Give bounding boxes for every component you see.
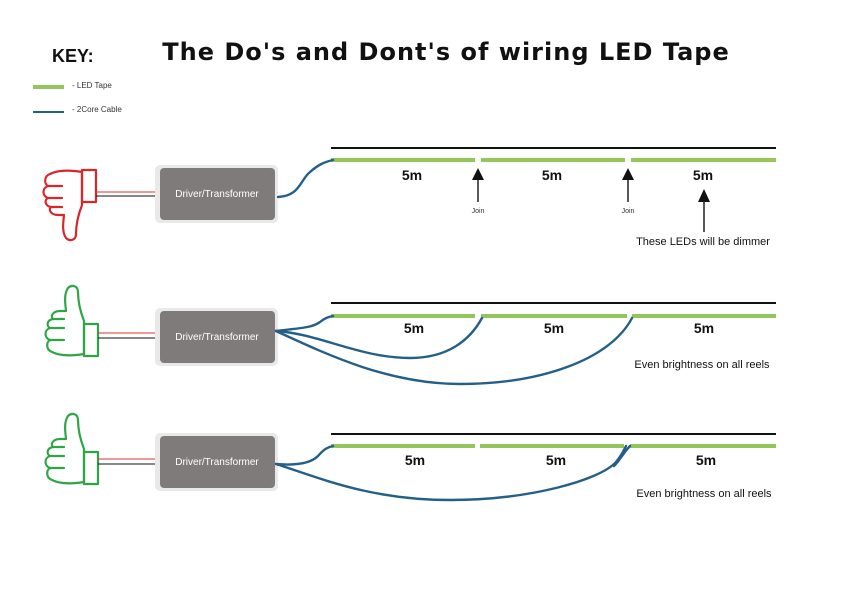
reel-length-3: 5m <box>694 320 714 336</box>
reel-length-3: 5m <box>696 452 716 468</box>
driver-label: Driver/Transformer <box>175 457 259 468</box>
row-note: Even brightness on all reels <box>634 359 770 371</box>
arrow-up-icon <box>622 168 634 202</box>
row-note: Even brightness on all reels <box>636 488 772 500</box>
row-bad-daisy-chain: Driver/Transformer 5m 5m 5m Join Join Th… <box>42 147 776 248</box>
key-legend: KEY: - LED Tape - 2Core Cable <box>33 46 122 114</box>
reel-length-2: 5m <box>546 452 566 468</box>
row-note: These LEDs will be dimmer <box>636 236 770 248</box>
cable-driver-to-reel-1 <box>276 158 335 199</box>
cable-feed-reel-1 <box>274 314 335 333</box>
cable-feed-reel-3-branch <box>612 444 632 468</box>
reel-length-1: 5m <box>405 452 425 468</box>
arrow-up-icon <box>698 189 710 232</box>
cable-feed-reel-2-3 <box>274 444 628 502</box>
cable-feed-reel-3 <box>274 316 634 386</box>
driver-label: Driver/Transformer <box>175 189 259 200</box>
key-heading: KEY: <box>52 46 94 66</box>
driver-box <box>160 311 275 363</box>
reel-length-1: 5m <box>404 320 424 336</box>
cable-feed-reel-2 <box>274 316 484 360</box>
key-label-led-tape: - LED Tape <box>72 81 112 90</box>
row-good-parallel-feed: Driver/Transformer 5m 5m 5m Even brightn… <box>44 284 776 386</box>
arrow-up-icon <box>472 168 484 202</box>
driver-label: Driver/Transformer <box>175 332 259 343</box>
thumbs-down-icon <box>42 168 98 242</box>
diagram-title: The Do's and Dont's of wiring LED Tape <box>162 38 730 66</box>
reel-length-1: 5m <box>402 167 422 183</box>
key-label-2core-cable: - 2Core Cable <box>72 105 122 114</box>
row-good-parallel-feed-alt: Driver/Transformer 5m 5m 5m Even brightn… <box>44 412 776 502</box>
thumbs-up-icon <box>44 284 100 358</box>
thumbs-up-icon <box>44 412 100 486</box>
join-label-2: Join <box>622 208 635 215</box>
cable-feed-reel-1 <box>274 444 335 466</box>
reel-length-2: 5m <box>544 320 564 336</box>
join-label-1: Join <box>472 208 485 215</box>
reel-length-3: 5m <box>693 167 713 183</box>
driver-box <box>160 436 275 488</box>
reel-length-2: 5m <box>542 167 562 183</box>
driver-box <box>160 168 275 220</box>
